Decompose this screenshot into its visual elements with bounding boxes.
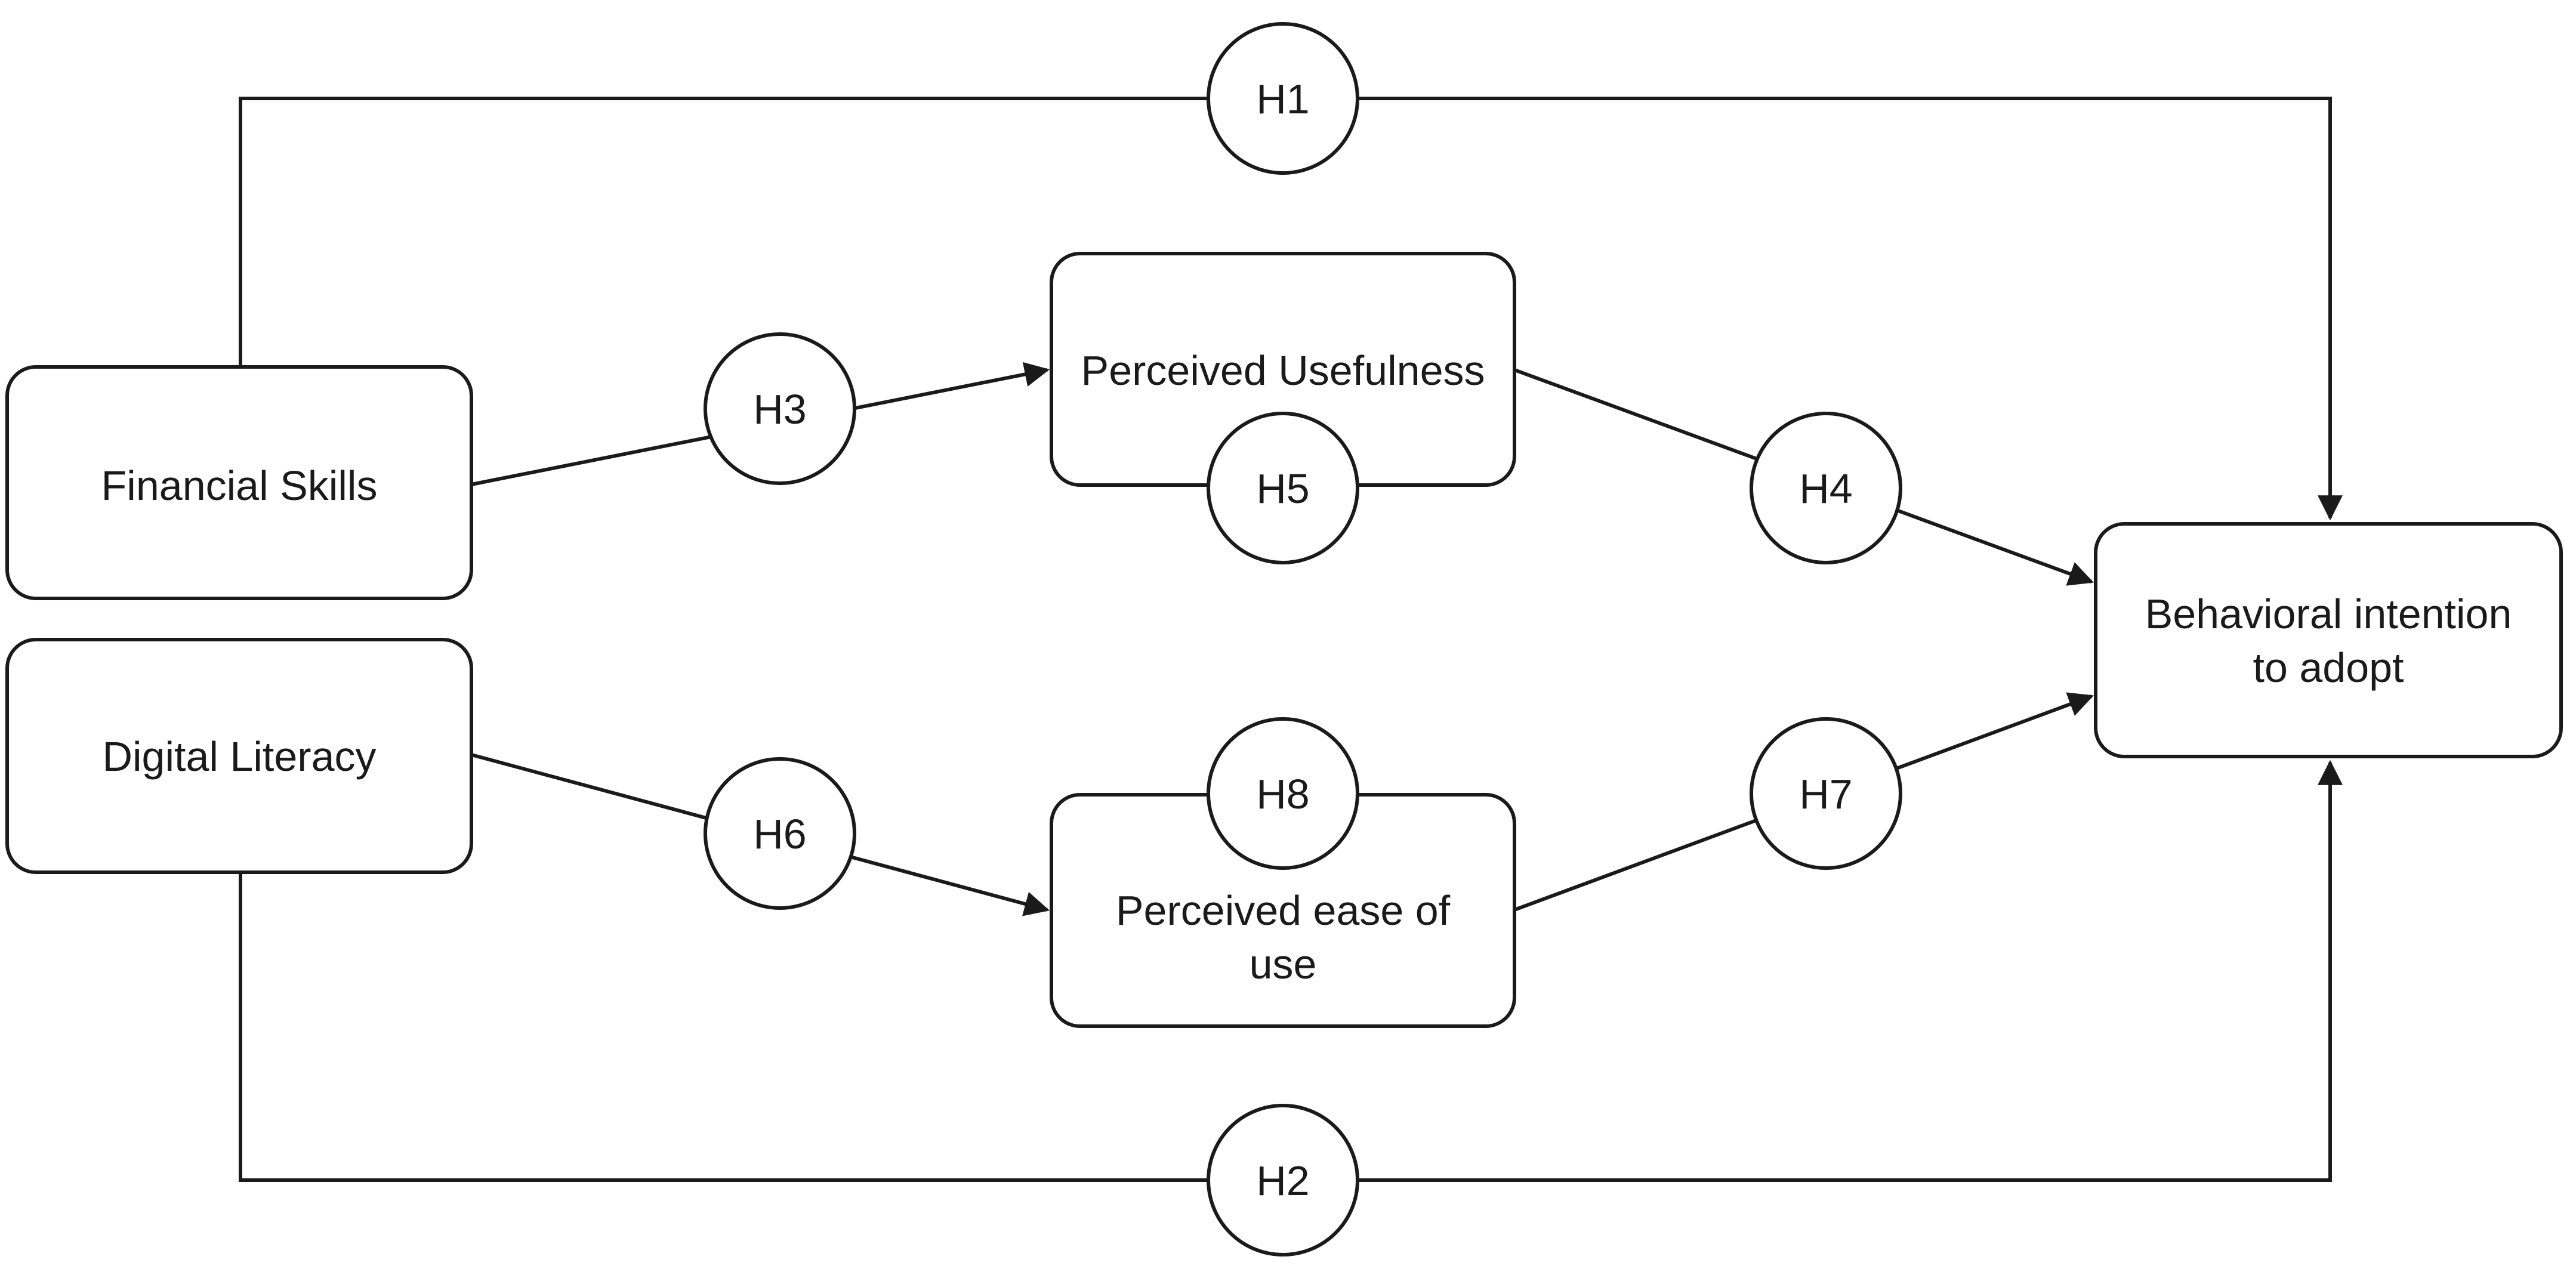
hypothesis-h7-label: H7	[1799, 771, 1852, 817]
node-perceived-ease-of-use-label-line2: use	[1250, 941, 1317, 987]
hypothesis-h5-label: H5	[1256, 465, 1309, 512]
hypothesis-h8: H8	[1207, 717, 1359, 870]
node-behavioral-intention-label-line1: Behavioral intention	[2145, 591, 2512, 637]
hypothesis-h4-label: H4	[1799, 465, 1852, 512]
hypothesis-h4: H4	[1750, 412, 1902, 564]
node-financial-skills-label: Financial Skills	[101, 462, 378, 509]
node-behavioral-intention: Behavioral intention to adopt	[2094, 522, 2563, 758]
node-behavioral-intention-label-line2: to adopt	[2253, 644, 2404, 691]
hypothesis-h1: H1	[1207, 22, 1359, 175]
node-digital-literacy-label: Digital Literacy	[102, 733, 376, 780]
node-perceived-usefulness-label: Perceived Usefulness	[1081, 347, 1485, 394]
hypothesis-h6-label: H6	[753, 811, 806, 857]
node-perceived-ease-of-use-label-line1: Perceived ease of	[1116, 887, 1451, 934]
hypothesis-h1-label: H1	[1256, 76, 1309, 122]
node-digital-literacy: Digital Literacy	[5, 638, 473, 874]
hypothesis-h2: H2	[1207, 1104, 1359, 1257]
hypothesis-h7: H7	[1750, 717, 1902, 870]
hypothesis-h3-label: H3	[753, 386, 806, 433]
hypothesis-h8-label: H8	[1256, 771, 1309, 817]
hypothesis-h6: H6	[704, 757, 856, 910]
hypothesis-h3: H3	[704, 332, 856, 485]
node-perceived-usefulness: Perceived Usefulness	[1050, 252, 1516, 487]
node-perceived-ease-of-use: Perceived ease of use	[1050, 793, 1516, 1028]
hypothesis-h2-label: H2	[1256, 1157, 1309, 1204]
hypothesis-h5: H5	[1207, 412, 1359, 564]
node-financial-skills: Financial Skills	[5, 365, 473, 600]
